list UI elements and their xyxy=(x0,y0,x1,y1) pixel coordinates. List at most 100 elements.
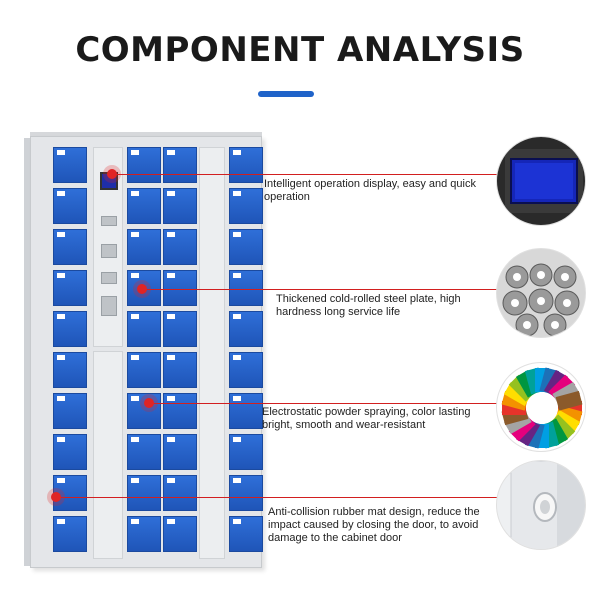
display-screen-icon xyxy=(496,136,586,226)
locker-door xyxy=(163,393,197,429)
locker-door xyxy=(127,434,161,470)
swatch-center xyxy=(528,394,556,422)
door-number-tag xyxy=(167,355,175,360)
door-number-tag xyxy=(167,437,175,442)
door-number-tag xyxy=(233,355,241,360)
callout-dot-4 xyxy=(51,492,61,502)
door-number-tag xyxy=(131,396,139,401)
lower-panel xyxy=(93,351,123,559)
door-number-tag xyxy=(233,396,241,401)
cabinet-side xyxy=(24,138,32,566)
callout-dot-2 xyxy=(137,284,147,294)
door-number-tag xyxy=(131,273,139,278)
door-number-tag xyxy=(131,519,139,524)
door-number-tag xyxy=(131,191,139,196)
door-number-tag xyxy=(57,355,65,360)
steel-rolls-icon xyxy=(496,248,586,338)
locker-door xyxy=(53,393,87,429)
locker-door xyxy=(229,229,263,265)
door-number-tag xyxy=(167,478,175,483)
locker-door xyxy=(163,147,197,183)
locker-door xyxy=(127,229,161,265)
locker-door xyxy=(53,352,87,388)
locker-door xyxy=(127,188,161,224)
locker-door xyxy=(53,311,87,347)
locker-door xyxy=(163,352,197,388)
callout-dot-1 xyxy=(107,169,117,179)
locker-door xyxy=(163,434,197,470)
locker-door xyxy=(127,475,161,511)
door-number-tag xyxy=(233,519,241,524)
door-number-tag xyxy=(131,437,139,442)
door-number-tag xyxy=(233,437,241,442)
feature-label-rubber-mat: Anti-collision rubber mat design, reduce… xyxy=(268,506,480,544)
door-number-tag xyxy=(167,396,175,401)
feature-label-steel: Thickened cold-rolled steel plate, high … xyxy=(276,293,461,318)
locker-door xyxy=(163,229,197,265)
locker-door xyxy=(229,311,263,347)
locker-door xyxy=(229,516,263,552)
door-number-tag xyxy=(233,150,241,155)
locker-door xyxy=(163,475,197,511)
callout-line-3 xyxy=(149,403,500,404)
door-number-tag xyxy=(233,314,241,319)
locker-door xyxy=(53,516,87,552)
door-number-tag xyxy=(57,191,65,196)
callout-line-4 xyxy=(56,497,500,498)
feature-label-spraying: Electrostatic powder spraying, color las… xyxy=(262,406,471,431)
door-number-tag xyxy=(57,519,65,524)
door-number-tag xyxy=(57,232,65,237)
feature-label-display: Intelligent operation display, easy and … xyxy=(264,178,476,203)
locker-door xyxy=(229,188,263,224)
locker-door xyxy=(127,147,161,183)
door-number-tag xyxy=(233,191,241,196)
color-swatch-wheel-icon xyxy=(496,362,586,452)
door-number-tag xyxy=(57,150,65,155)
locker-door xyxy=(163,270,197,306)
door-number-tag xyxy=(131,355,139,360)
door-number-tag xyxy=(131,478,139,483)
callout-line-1 xyxy=(112,174,500,175)
page-title: COMPONENT ANALYSIS xyxy=(75,30,525,70)
door-number-tag xyxy=(167,273,175,278)
locker-door xyxy=(53,147,87,183)
locker-door xyxy=(163,516,197,552)
locker-cabinet xyxy=(30,136,263,568)
locker-door xyxy=(127,516,161,552)
cabinet-top xyxy=(30,132,262,138)
door-number-tag xyxy=(167,519,175,524)
locker-door xyxy=(127,393,161,429)
callout-dot-3 xyxy=(144,398,154,408)
scanner-slot xyxy=(101,216,117,226)
door-number-tag xyxy=(57,478,65,483)
door-number-tag xyxy=(131,314,139,319)
control-panel xyxy=(93,147,123,347)
door-number-tag xyxy=(167,232,175,237)
title-underline xyxy=(258,91,314,97)
door-number-tag xyxy=(233,478,241,483)
locker-door xyxy=(229,393,263,429)
locker-door xyxy=(229,147,263,183)
door-number-tag xyxy=(167,314,175,319)
locker-door xyxy=(229,270,263,306)
door-number-tag xyxy=(57,273,65,278)
locker-door xyxy=(53,188,87,224)
door-number-tag xyxy=(57,396,65,401)
locker-door xyxy=(53,270,87,306)
rubber-mat-icon xyxy=(496,460,586,550)
printer-slot xyxy=(101,296,117,316)
door-number-tag xyxy=(233,273,241,278)
locker-door xyxy=(229,475,263,511)
keypad xyxy=(101,244,117,258)
locker-door xyxy=(53,434,87,470)
door-number-tag xyxy=(167,150,175,155)
color-swatch xyxy=(555,390,583,411)
door-number-tag xyxy=(57,314,65,319)
locker-door xyxy=(53,229,87,265)
locker-door xyxy=(229,434,263,470)
locker-door xyxy=(127,352,161,388)
locker-door xyxy=(163,311,197,347)
card-reader xyxy=(101,272,117,284)
locker-door xyxy=(163,188,197,224)
locker-door xyxy=(127,311,161,347)
